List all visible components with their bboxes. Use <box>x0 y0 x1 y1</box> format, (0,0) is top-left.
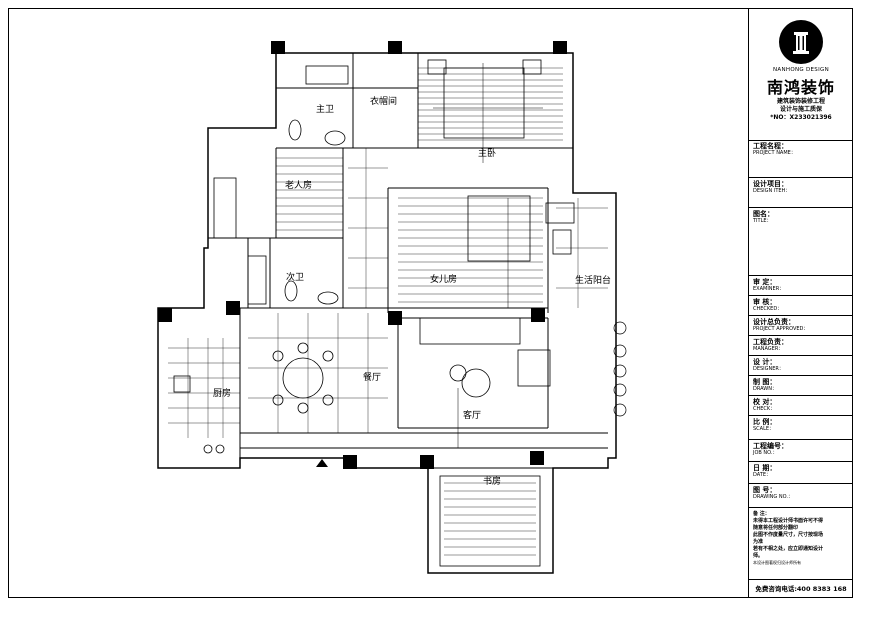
room-label-master-bedroom: 主卧 <box>478 147 496 159</box>
field-scale: 比 例： SCALE： <box>749 416 853 440</box>
room-label-kitchen: 厨房 <box>213 387 231 399</box>
field-designer: 设 计： DESIGNER： <box>749 356 853 376</box>
room-label-daughter-room: 女儿房 <box>430 273 457 285</box>
room-label-second-bath: 次卫 <box>286 271 304 283</box>
notes-section: 备 注： 未得本工程设计师书面许可不得 随意将任何部分翻印 此图不作度量尺寸，尺… <box>749 508 853 580</box>
brand-subtitle-1: 建筑装饰装修工程 <box>776 98 825 105</box>
field-drawn: 制 图： DRAWN： <box>749 376 853 396</box>
field-project-approved: 设计总负责： PROJECT APPROVED： <box>749 316 853 336</box>
logo-emblem <box>779 20 823 64</box>
room-label-living: 客厅 <box>463 409 481 421</box>
field-title: 图名： TITLE： <box>749 208 853 276</box>
room-label-master-bath: 主卫 <box>316 103 334 115</box>
field-job-no: 工程编号： JOB NO.： <box>749 440 853 462</box>
room-label-study: 书房 <box>483 475 501 487</box>
field-drawing-no: 图 号： DRAWING NO.： <box>749 484 853 508</box>
field-design-item: 设计项目： DESIGN ITEH： <box>749 178 853 208</box>
note-line: 为准 <box>753 539 764 545</box>
company-logo: NANHONG DESIGN 南鸿装饰 建筑装饰装修工程 设计与施工质保 *NO… <box>749 8 853 141</box>
note-line: 若有不相之处，应立即通知设计 <box>753 546 824 552</box>
floor-plan: 主卫 衣帽间 主卧 老人房 女儿房 次卫 生活阳台 厨房 餐厅 客厅 书房 <box>8 8 748 598</box>
floor-plan-drawing: 主卫 衣帽间 主卧 老人房 女儿房 次卫 生活阳台 厨房 餐厅 客厅 书房 <box>157 41 627 574</box>
room-label-elder-room: 老人房 <box>285 179 312 191</box>
room-label-closet: 衣帽间 <box>370 95 397 107</box>
field-check: 校 对： CHECK： <box>749 396 853 416</box>
note-line: 此图不作度量尺寸，尺寸按现场 <box>753 532 824 538</box>
field-examiner: 审 定： EXAMINER： <box>749 276 853 296</box>
field-date: 日 期： DATE： <box>749 462 853 484</box>
cert-number: *NO：X233021396 <box>770 114 832 121</box>
note-small: 本设计图著权归设计师所有 <box>753 560 801 565</box>
note-line: 师。 <box>753 553 764 559</box>
note-line: 随意将任何部分翻印 <box>753 525 799 531</box>
brand-subtitle-2: 设计与施工质保 <box>779 106 822 113</box>
hotline: 免费咨询电话:400 8383 168 <box>755 585 847 593</box>
field-project-name: 工程名程： PROJECT NAME： <box>749 140 853 178</box>
room-label-utility-balcony: 生活阳台 <box>575 274 611 286</box>
brand-english: NANHONG DESIGN <box>773 67 829 73</box>
notes-title: 备 注： <box>753 511 770 517</box>
room-label-dining: 餐厅 <box>363 371 381 383</box>
field-manager: 工程负责： MANAGER： <box>749 336 853 356</box>
note-line: 未得本工程设计师书面许可不得 <box>753 518 824 524</box>
field-checked: 审 核： CHECKED： <box>749 296 853 316</box>
drawing-frame <box>8 8 853 598</box>
brand-chinese: 南鸿装饰 <box>766 78 835 97</box>
title-block: NANHONG DESIGN 南鸿装饰 建筑装饰装修工程 设计与施工质保 *NO… <box>748 8 853 598</box>
